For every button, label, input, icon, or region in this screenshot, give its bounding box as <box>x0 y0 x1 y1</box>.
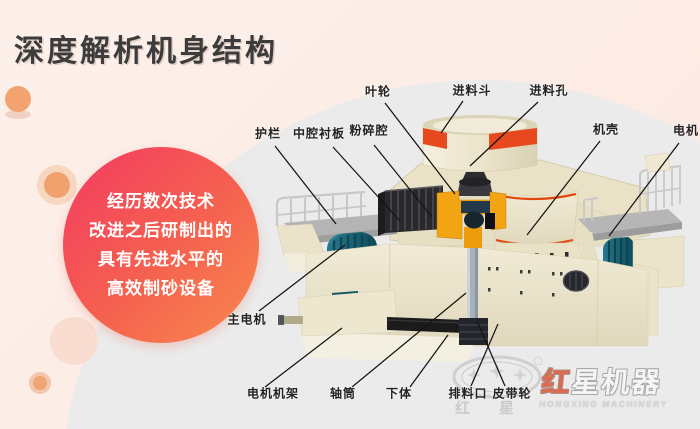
watermark-char: 红 <box>455 400 471 417</box>
hopper-red-band-right <box>489 128 537 150</box>
leader-line-cavity-liner <box>332 146 401 222</box>
leader-line-motor-frame <box>264 327 343 388</box>
callout-text-line: 经历数次技术 <box>107 192 215 211</box>
watermark-logo <box>452 355 543 399</box>
pulley <box>459 318 488 345</box>
leader-line-guardrail <box>274 145 337 225</box>
brand-logo-en: HONGXING MACHINERY <box>538 399 669 409</box>
leader-line-belt-pulley <box>476 320 506 387</box>
top-right-bracket <box>644 152 671 173</box>
main-shaft <box>467 236 478 322</box>
liner-plates <box>378 185 444 236</box>
decorative-ring-inner <box>33 376 47 390</box>
motor-frame-box <box>278 289 399 337</box>
impeller-assembly <box>436 172 507 248</box>
leader-lines <box>258 100 680 388</box>
hopper-red-band-left <box>423 128 447 149</box>
decorative-ring-inner <box>44 172 70 198</box>
leader-line-crushing-cavity <box>373 144 433 218</box>
feed-hopper <box>422 115 538 172</box>
left-guardrail <box>275 190 367 227</box>
star-icon <box>467 363 527 382</box>
callout-text-line: 高效制砂设备 <box>107 279 215 298</box>
leader-line-casing <box>526 140 601 236</box>
discharge-flange <box>562 270 590 292</box>
decorative-circle <box>5 86 31 112</box>
decorative-circle <box>50 317 98 365</box>
callout-bubble: 经历数次技术 改进之后研制出的 具有先进水平的 高效制砂设备 <box>63 147 259 343</box>
watermark-char: 星 <box>499 400 515 417</box>
brand-logo-cn: 红星机器 <box>540 367 664 398</box>
leader-line-motor <box>608 142 680 237</box>
leader-line-shaft-tube <box>351 292 467 388</box>
leader-line-feed-opening <box>469 101 539 167</box>
leader-line-impeller <box>384 102 456 195</box>
leader-line-lower-body <box>409 334 449 388</box>
page-title: 深度解析机身结构 <box>14 35 278 68</box>
callout-text-line: 改进之后研制出的 <box>89 221 233 240</box>
leader-line-discharge-port <box>470 323 499 387</box>
right-guardrail <box>583 165 682 222</box>
brand-logo: 红星机器 HONGXING MACHINERY <box>538 367 699 409</box>
decorative-circle-shadow <box>5 110 31 119</box>
leader-line-feed-hopper <box>440 100 464 134</box>
callout-text-line: 具有先进水平的 <box>98 250 224 269</box>
leader-line-main-motor <box>258 244 346 312</box>
